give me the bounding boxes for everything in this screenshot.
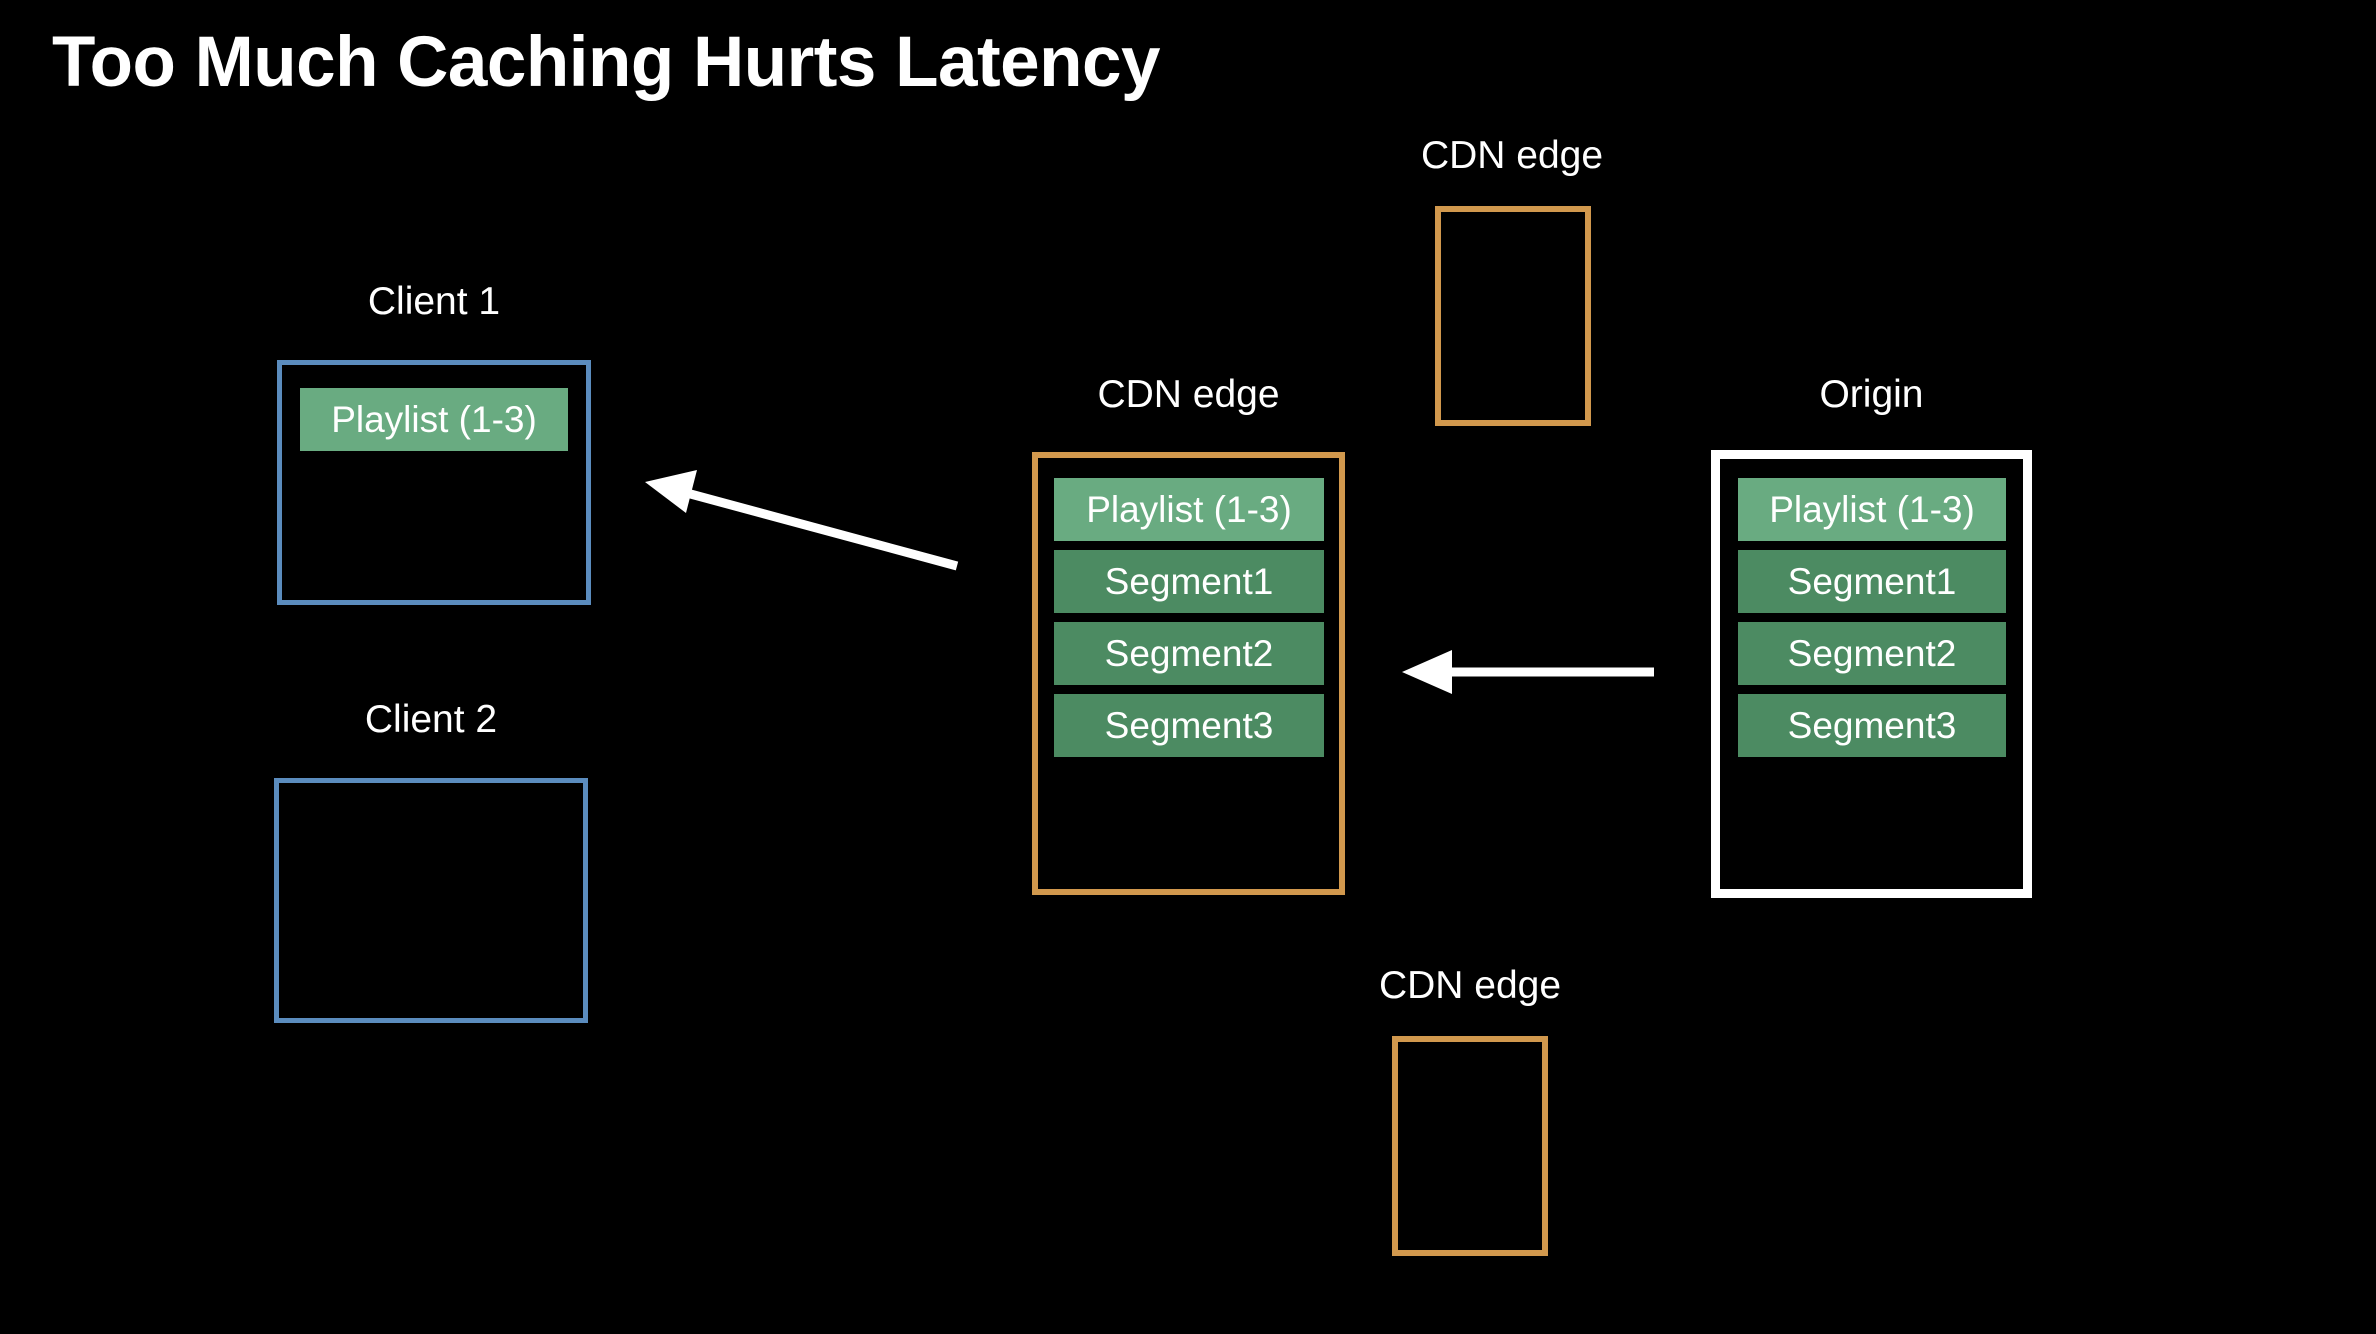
node-label-client-1: Client 1 bbox=[367, 280, 501, 323]
chip-playlist[interactable]: Playlist (1-3) bbox=[300, 388, 568, 451]
cdn-edge-bottom-box[interactable] bbox=[1392, 1036, 1548, 1256]
node-label-origin: Origin bbox=[1819, 373, 1924, 416]
chip-segment-2[interactable]: Segment2 bbox=[1738, 622, 2006, 685]
chip-segment-3[interactable]: Segment3 bbox=[1054, 694, 1324, 757]
cdn-edge-top-box[interactable] bbox=[1435, 206, 1591, 426]
client-2-box[interactable] bbox=[274, 778, 588, 1023]
node-label-cdn-edge-bottom: CDN edge bbox=[1378, 964, 1562, 1007]
origin-contents: Playlist (1-3) Segment1 Segment2 Segment… bbox=[1738, 478, 2006, 757]
chip-playlist[interactable]: Playlist (1-3) bbox=[1054, 478, 1324, 541]
chip-segment-2[interactable]: Segment2 bbox=[1054, 622, 1324, 685]
cdn-edge-center-contents: Playlist (1-3) Segment1 Segment2 Segment… bbox=[1054, 478, 1324, 757]
chip-playlist[interactable]: Playlist (1-3) bbox=[1738, 478, 2006, 541]
chip-segment-1[interactable]: Segment1 bbox=[1054, 550, 1324, 613]
client-1-contents: Playlist (1-3) bbox=[300, 388, 568, 451]
node-label-cdn-edge-center: CDN edge bbox=[1097, 373, 1280, 416]
chip-segment-1[interactable]: Segment1 bbox=[1738, 550, 2006, 613]
chip-segment-3[interactable]: Segment3 bbox=[1738, 694, 2006, 757]
node-label-client-2: Client 2 bbox=[364, 698, 498, 741]
arrow-origin-to-cdn bbox=[1402, 650, 1654, 694]
node-label-cdn-edge-top: CDN edge bbox=[1420, 134, 1604, 177]
page-title: Too Much Caching Hurts Latency bbox=[52, 23, 1160, 102]
arrow-cdn-to-client-1 bbox=[645, 470, 959, 571]
